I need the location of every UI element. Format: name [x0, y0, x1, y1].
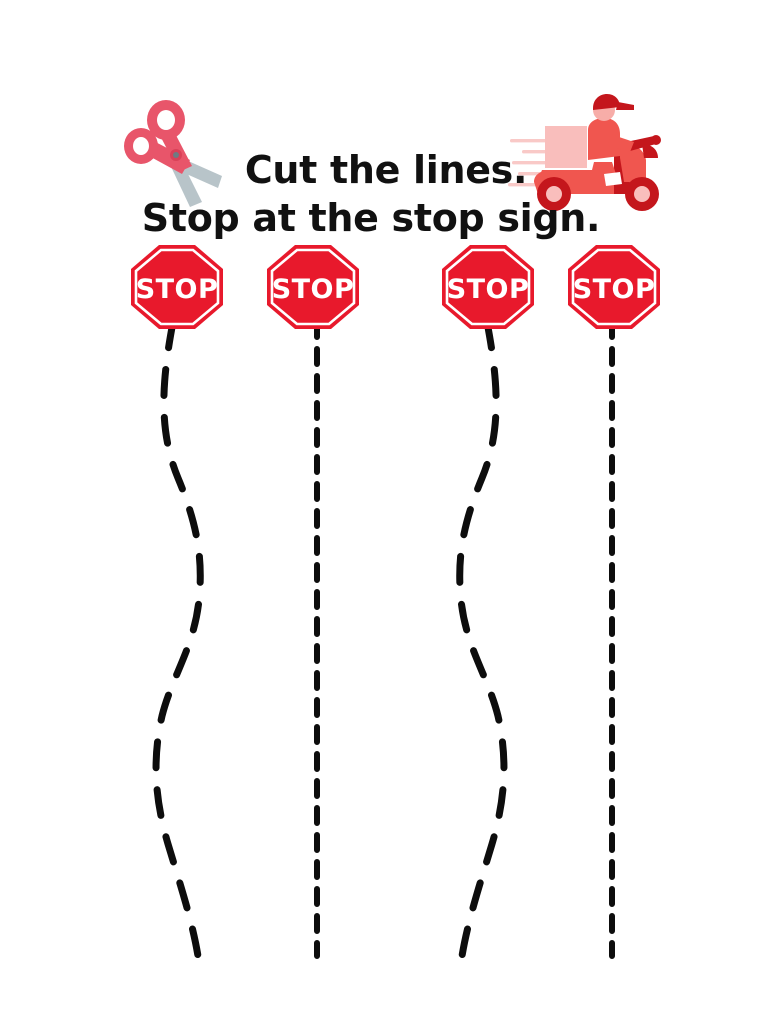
instruction-line-1: Cut the lines.: [244, 148, 528, 192]
stop-sign-1[interactable]: STOP: [129, 243, 225, 331]
stop-sign-label: STOP: [573, 274, 656, 305]
scissors-icon: [124, 98, 236, 208]
instructions: Cut the lines. Stop at the stop sign.: [0, 146, 768, 242]
stop-sign-label: STOP: [447, 274, 530, 305]
delivery-scooter-icon: [508, 94, 680, 214]
stop-sign-2[interactable]: STOP: [265, 243, 361, 331]
stop-sign-label: STOP: [136, 274, 219, 305]
stop-sign-4[interactable]: STOP: [566, 243, 662, 331]
stop-sign-label: STOP: [272, 274, 355, 305]
cut-line-wavy-3: [456, 318, 508, 960]
stop-sign-3[interactable]: STOP: [440, 243, 536, 331]
instruction-line-2: Stop at the stop sign.: [141, 196, 601, 240]
cut-line-wavy-1: [152, 318, 204, 960]
